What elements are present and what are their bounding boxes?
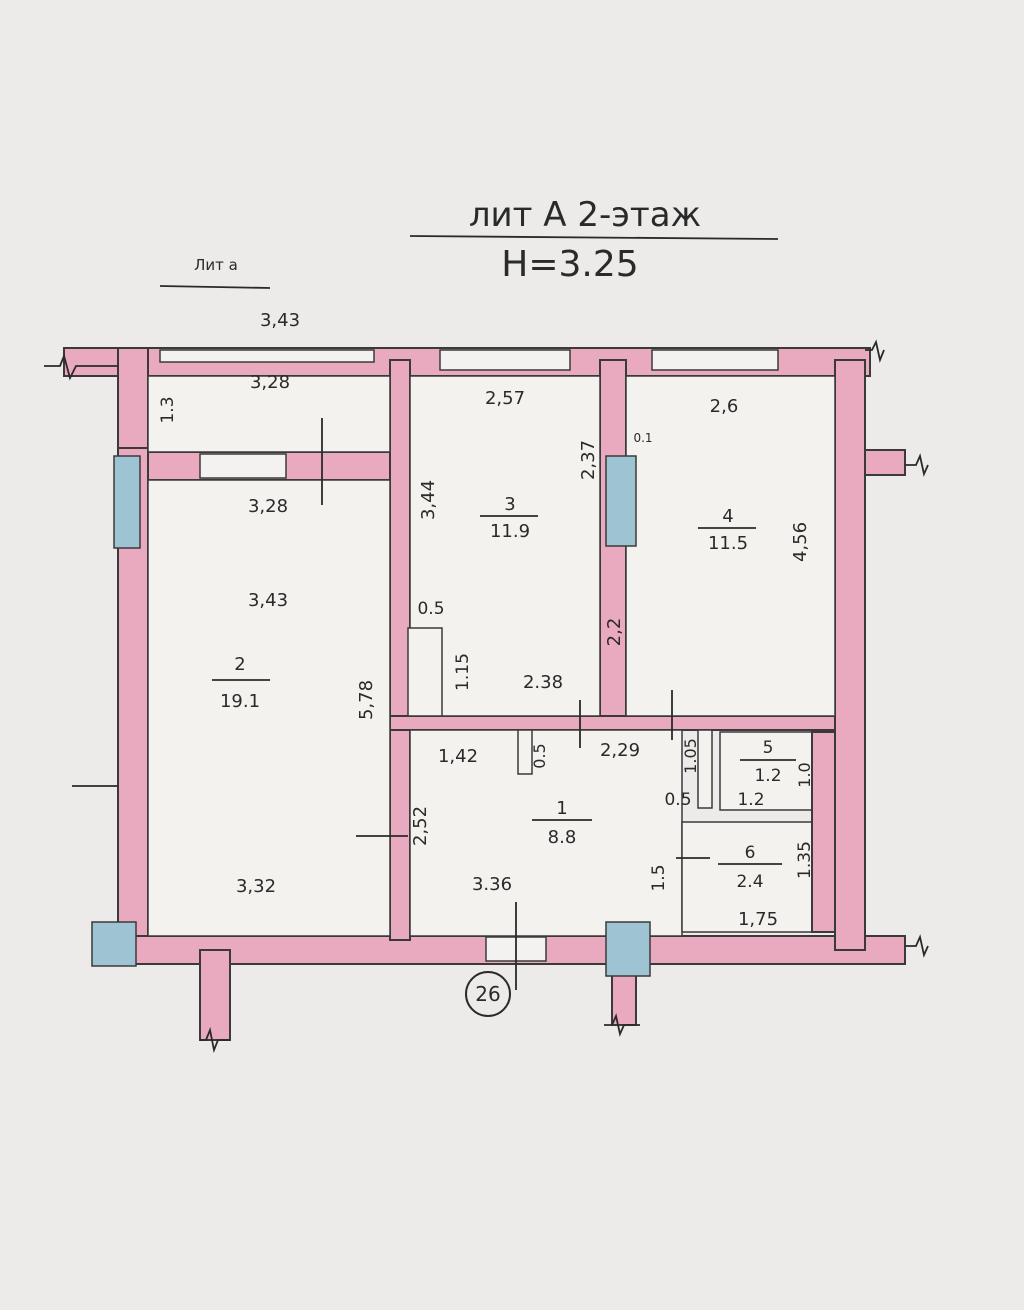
dim-r3-top: 2,57 <box>485 388 525 409</box>
column <box>113 455 141 549</box>
room-4-number: 4 <box>722 506 733 527</box>
dim-balcony-side: 1.3 <box>158 396 178 423</box>
building-number: 26 <box>475 982 500 1006</box>
room-1-number: 1 <box>556 798 567 819</box>
building-number-marker: 26 <box>465 971 511 1017</box>
room-2 <box>147 479 391 937</box>
dim-r5-w: 1.2 <box>737 790 764 810</box>
dim-r6-h: 1.35 <box>795 841 815 879</box>
dim-r1-niche: 0.5 <box>530 743 549 768</box>
room-6-number: 6 <box>745 843 756 863</box>
room-5-number: 5 <box>763 738 774 758</box>
dim-r2-side: 5,78 <box>356 680 377 720</box>
columns <box>91 455 651 977</box>
dim-r1-top-right: 2,29 <box>600 740 640 761</box>
window <box>651 349 779 371</box>
rooms <box>147 375 836 937</box>
balcony <box>147 375 391 453</box>
window <box>439 349 571 371</box>
dim-balcony-bottom: 3,28 <box>248 496 288 517</box>
room-3-area: 11.9 <box>490 521 530 542</box>
dim-r4-offset: 0.1 <box>633 431 652 445</box>
dim-r5-h: 1.0 <box>795 762 814 787</box>
title-underline <box>409 235 779 240</box>
dim-r1-bottom: 3.36 <box>472 874 512 895</box>
plan-title: лит А 2-этаж <box>469 195 701 235</box>
dim-r2-top: 3,43 <box>248 590 288 611</box>
dim-r1-top-left: 1,42 <box>438 746 478 767</box>
dim-r1-right: 1.5 <box>649 864 669 891</box>
room-4 <box>625 375 836 717</box>
dim-r3-right-lower: 2,2 <box>604 618 625 647</box>
room-6-area: 2.4 <box>736 872 763 892</box>
dim-r3-right-upper: 2,37 <box>578 440 599 480</box>
column <box>91 921 137 967</box>
lit-a-label: Лит а <box>194 256 238 274</box>
room-labels: 2 19.1 3 11.9 4 11.5 1 8.8 5 1.2 6 2.4 <box>212 494 796 892</box>
dim-r2-bottom: 3,32 <box>236 876 276 897</box>
dim-r3-left: 3,44 <box>418 480 439 520</box>
column <box>605 921 651 977</box>
dim-r3-bottom: 2.38 <box>523 672 563 693</box>
dim-r5-door: 0.5 <box>664 790 691 810</box>
window <box>199 453 287 479</box>
column <box>605 455 637 547</box>
dim-r4-top: 2,6 <box>710 396 739 417</box>
room-1-area: 8.8 <box>548 827 577 848</box>
dimensions: 3,43 3,28 1.3 3,28 3,43 5,78 3,32 2,57 3… <box>158 310 815 930</box>
walls <box>63 347 906 1041</box>
section-marks <box>44 339 929 1054</box>
room-2-number: 2 <box>234 654 245 675</box>
window <box>159 349 375 363</box>
dim-r1-left: 2,52 <box>410 806 431 846</box>
windows <box>159 349 779 962</box>
dim-r4-side: 4,56 <box>790 522 811 562</box>
ceiling-height: H=3.25 <box>501 244 638 285</box>
lit-a-underline <box>159 285 271 289</box>
dim-balcony-outer: 3,43 <box>260 310 300 331</box>
dim-r1-small: 1.05 <box>681 738 700 774</box>
dim-r3-niche-w: 0.5 <box>417 599 444 619</box>
room-6 <box>681 821 813 933</box>
room-4-area: 11.5 <box>708 533 748 554</box>
dim-balcony-top: 3,28 <box>250 372 290 393</box>
dim-r3-niche-h: 1.15 <box>453 653 473 691</box>
room-3-number: 3 <box>504 494 515 515</box>
room-2-area: 19.1 <box>220 691 260 712</box>
dim-r6-w: 1,75 <box>738 909 778 930</box>
room-5-area: 1.2 <box>754 766 781 786</box>
